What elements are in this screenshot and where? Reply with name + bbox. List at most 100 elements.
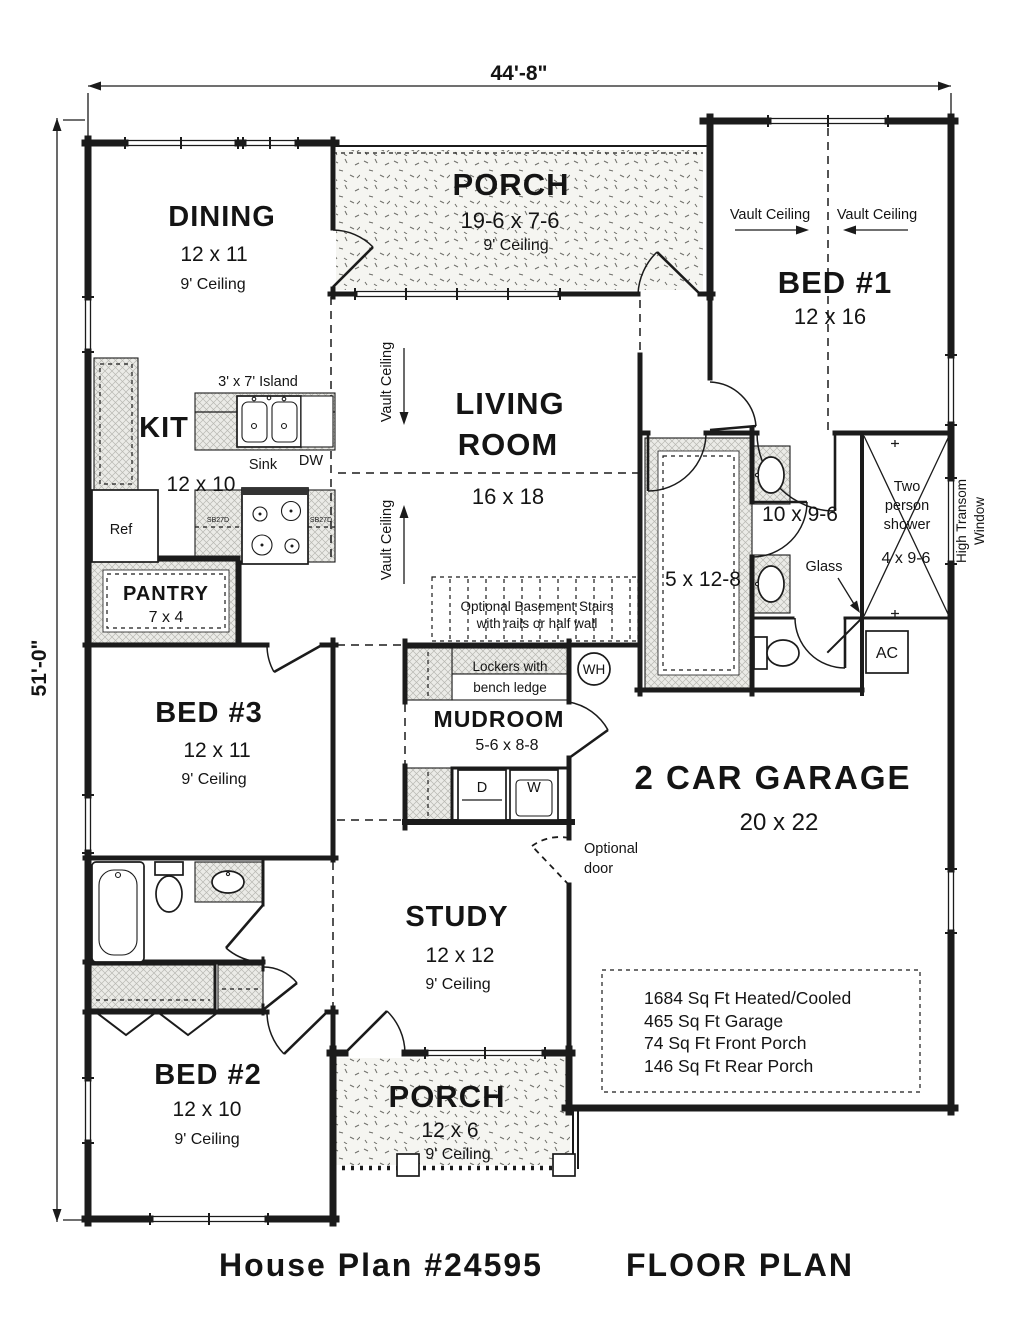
stat-garage: 465 Sq Ft Garage — [644, 1011, 783, 1031]
door-toilet-room — [794, 617, 847, 669]
kitchen-tall-cabinet-dash — [99, 363, 133, 485]
room-bed2: BED #2 12 x 10 9' Ceiling — [154, 1059, 261, 1148]
kitchen-counter-left — [194, 489, 243, 563]
door-hall-bath — [225, 904, 264, 963]
room-kitchen: 3' x 7' Island KIT Sink DW 12 x 10 SB27D… — [110, 374, 332, 538]
living-name-2: ROOM — [458, 427, 558, 462]
room-bed1: Vault Ceiling Vault Ceiling BED #1 12 x … — [730, 207, 917, 329]
cabinet-label-right: SB27D — [310, 517, 332, 524]
mudroom-name: MUDROOM — [434, 706, 565, 732]
area-summary: 1684 Sq Ft Heated/Cooled 465 Sq Ft Garag… — [644, 988, 851, 1076]
door-shower-glass — [826, 616, 864, 654]
window-high-transom — [945, 477, 957, 565]
stove — [241, 487, 309, 565]
lockers-bench — [451, 673, 569, 701]
room-dining: DINING 12 x 11 9' Ceiling — [168, 201, 276, 293]
stairs-note: Optional Basement Stairs with rails or h… — [460, 599, 613, 631]
study-ceiling: 9' Ceiling — [425, 976, 490, 993]
optional-door-label-2: door — [584, 861, 613, 877]
dining-name: DINING — [168, 201, 276, 233]
door-optional-study-garage — [531, 836, 570, 886]
door-vanity-passage — [751, 500, 808, 558]
kitchen-name: KIT — [139, 412, 189, 444]
window-dining-left — [82, 296, 94, 353]
bed2-closet — [90, 964, 216, 1010]
sink-label: Sink — [249, 457, 278, 473]
front-porch-name: PORCH — [389, 1079, 506, 1114]
title-block: House Plan #24595 FLOOR PLAN — [219, 1247, 852, 1283]
area-summary-box — [601, 969, 921, 1093]
linen-closet — [217, 964, 264, 1010]
dimension-lines — [52, 81, 952, 1222]
lockers-note: Lockers with bench ledge — [472, 659, 547, 695]
water-heater — [577, 652, 611, 686]
rear-porch-size: 19-6 x 7-6 — [460, 208, 559, 233]
exterior-walls — [81, 113, 959, 1227]
living-name-1: LIVING — [455, 386, 564, 421]
high-transom-label-1: High Transom — [954, 479, 969, 563]
ref-label: Ref — [110, 522, 134, 538]
room-rear-porch: PORCH 19-6 x 7-6 9' Ceiling — [453, 167, 569, 254]
refrigerator — [91, 489, 159, 563]
bed2-ceiling: 9' Ceiling — [174, 1131, 239, 1148]
washer-label: W — [527, 780, 541, 796]
front-porch-size: 12 x 6 — [421, 1119, 478, 1142]
room-front-porch: PORCH 12 x 6 9' Ceiling — [389, 1079, 506, 1163]
garage-size: 20 x 22 — [740, 809, 819, 836]
dining-ceiling: 9' Ceiling — [180, 276, 245, 293]
window-dining-top — [124, 137, 299, 149]
windows — [82, 115, 957, 1225]
pantry-name: PANTRY — [123, 583, 209, 605]
bed1-name: BED #1 — [778, 265, 893, 300]
labels: 44'-8" 51'-0" DINING 12 x 11 9' Ceiling … — [28, 62, 987, 1283]
dryer — [457, 769, 507, 821]
mudroom-closet-upper — [404, 647, 453, 701]
hall-bath-sink — [211, 870, 245, 894]
pantry-floor — [102, 569, 230, 633]
ac-label: AC — [876, 645, 898, 662]
door-bed1 — [709, 381, 757, 432]
porch-post-right — [552, 1153, 576, 1177]
bed2-size: 12 x 10 — [173, 1098, 242, 1121]
shower-label-2: person — [885, 498, 929, 514]
master-toilet — [753, 636, 800, 670]
door-linen — [262, 966, 298, 1012]
front-porch-ceiling: 9' Ceiling — [425, 1146, 490, 1163]
stat-heated: 1684 Sq Ft Heated/Cooled — [644, 988, 851, 1008]
window-bed1-top — [767, 115, 889, 127]
master-suite-labels: 10 x 9-6 5 x 12-8 Two person shower 4 x … — [665, 479, 987, 662]
rear-porch-ceiling: 9' Ceiling — [483, 237, 548, 254]
washer — [509, 769, 559, 821]
door-garage-right — [945, 868, 957, 934]
stat-rear-porch: 146 Sq Ft Rear Porch — [644, 1056, 813, 1076]
stat-front-porch: 74 Sq Ft Front Porch — [644, 1033, 806, 1053]
study-size: 12 x 12 — [426, 944, 495, 967]
bed1-vault-right: Vault Ceiling — [837, 207, 917, 223]
door-mudroom-garage — [568, 701, 609, 760]
porch-floors — [336, 150, 703, 1165]
hall-toilet — [154, 861, 184, 913]
optional-door-label-1: Optional — [584, 841, 638, 857]
annotation-arrows — [399, 225, 908, 613]
lockers-note-1: Lockers with — [472, 659, 547, 674]
room-study: STUDY 12 x 12 9' Ceiling — [405, 901, 507, 993]
fixtures — [91, 395, 950, 963]
ac-unit — [865, 630, 909, 674]
room-bed3: BED #3 12 x 11 9' Ceiling — [155, 697, 262, 788]
door-bed3 — [266, 643, 323, 674]
bed1-size: 12 x 16 — [794, 304, 866, 329]
plan-number: House Plan #24595 — [219, 1247, 543, 1283]
kitchen-size: 12 x 10 — [167, 473, 236, 496]
dw-label: DW — [299, 453, 323, 469]
window-bed2-bottom — [149, 1213, 269, 1225]
door-bed2 — [266, 1011, 328, 1055]
window-study-bottom — [424, 1047, 546, 1059]
master-closet-dash — [662, 455, 735, 671]
basement-stairs — [431, 576, 639, 642]
stairs-note-2: with rails or half wall — [476, 616, 598, 631]
shower-label-3: shower — [884, 517, 931, 533]
master-closet-floor — [657, 450, 740, 676]
living-size: 16 x 18 — [472, 484, 544, 509]
